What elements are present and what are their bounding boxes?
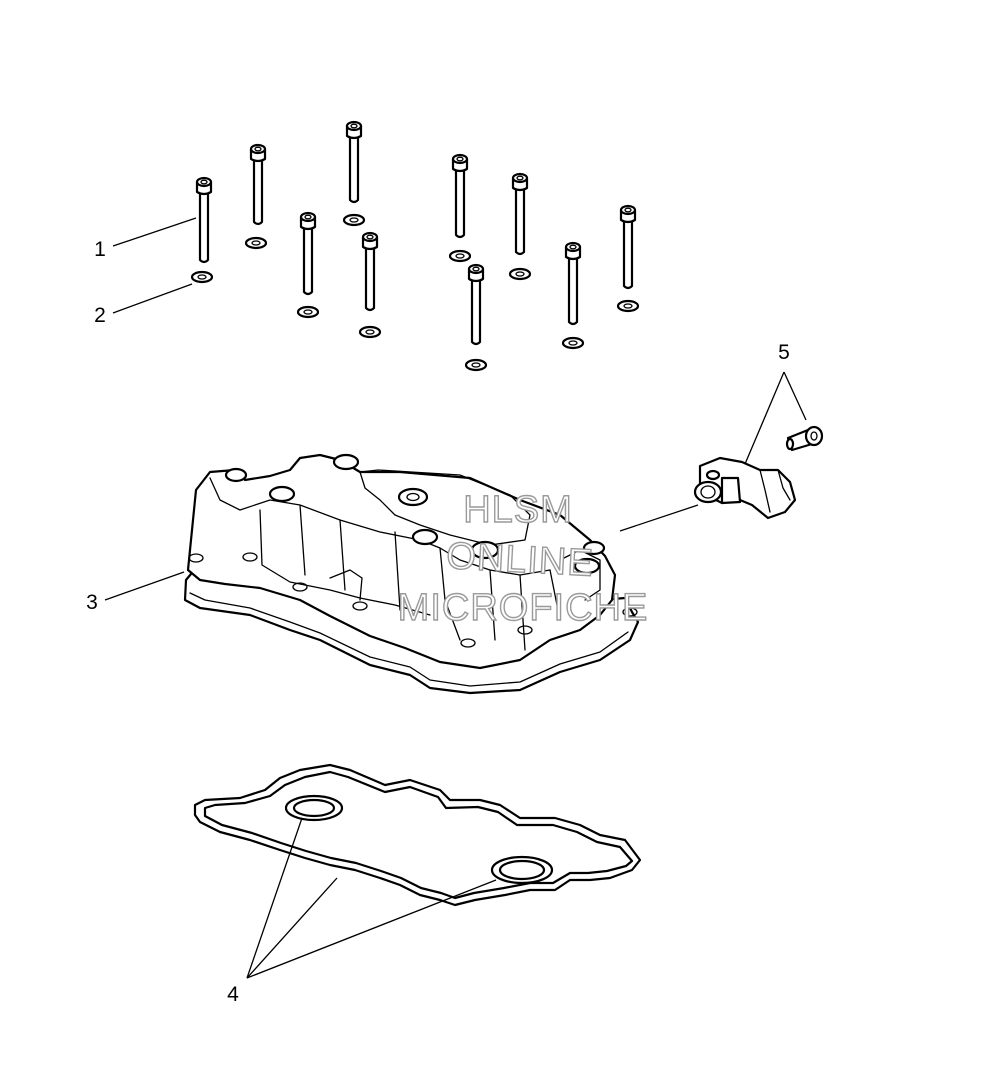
watermark-line2: ONLINE [445,535,594,585]
bolt[interactable] [299,211,317,296]
bolt[interactable] [564,241,582,326]
washer[interactable] [561,336,585,350]
callouts: 1 2 3 4 5 [86,238,790,1006]
washer[interactable] [464,358,488,372]
leader-line-1 [112,217,197,247]
bolt[interactable] [249,143,267,226]
leader-line-4b [246,877,338,979]
callout-1[interactable]: 1 [94,238,106,261]
washer[interactable] [296,305,320,319]
bolt[interactable] [619,204,637,290]
washer[interactable] [190,270,214,284]
valve-cover-gasket[interactable] [193,763,642,907]
callout-2[interactable]: 2 [94,304,106,327]
leader-line-3 [104,571,185,601]
bolt[interactable] [467,263,485,346]
watermark-line1: HLSM [463,489,573,531]
callout-4[interactable]: 4 [227,983,239,1006]
callout-3[interactable]: 3 [86,591,98,614]
bolt[interactable] [451,153,469,239]
leader-line-5b [783,371,807,421]
washer[interactable] [508,267,532,281]
camshaft-sensor[interactable] [693,456,797,520]
leader-line-sensor [619,504,699,532]
bolt[interactable] [195,176,213,264]
valve-cover[interactable] [183,453,640,695]
callout-5[interactable]: 5 [778,341,790,364]
bolt-group [190,120,640,372]
leader-line-4c [246,879,497,979]
bolt[interactable] [345,120,363,204]
leader-line-5a [744,371,785,465]
watermark: HLSM ONLINE MICROFICHE [397,488,649,629]
washer[interactable] [244,236,268,250]
washer[interactable] [358,325,382,339]
leader-line-2 [112,283,193,314]
leader-lines [104,217,807,979]
watermark-line3: MICROFICHE [398,587,649,629]
washer[interactable] [342,213,366,227]
sensor-screw[interactable] [785,425,824,452]
washer[interactable] [448,249,472,263]
bolt[interactable] [361,231,379,312]
bolt[interactable] [511,172,529,256]
washer[interactable] [616,299,640,313]
leader-line-4a [246,817,303,979]
